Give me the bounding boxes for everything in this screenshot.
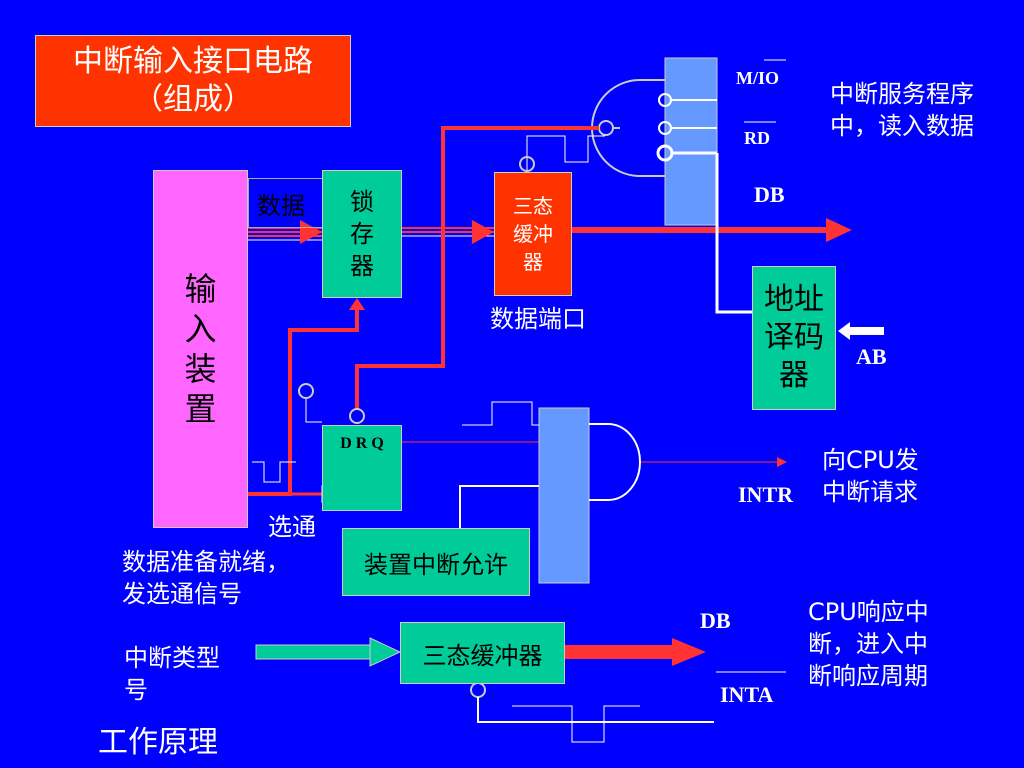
rd-label: RD — [744, 128, 770, 148]
drq-flipflop: D R Q — [322, 425, 402, 511]
data-bus-device-latch — [248, 220, 322, 244]
db-top-label: DB — [754, 182, 785, 207]
tristate-buffer-bottom: 三态缓冲器 — [400, 622, 565, 684]
interrupt-enable: 装置中断允许 — [342, 528, 530, 596]
input-device-label: 输 入 装 置 — [184, 270, 217, 428]
data-port-label: 数据端口 — [490, 305, 586, 333]
cpu-response-text: CPU响应中 断，进入中 断响应周期 — [808, 598, 929, 690]
title-box: 中断输入接口电路 （组成） — [35, 35, 351, 127]
address-decoder: 地址 译码 器 — [752, 266, 836, 410]
isr-text: 中断服务程序 中，读入数据 — [830, 80, 974, 140]
strobe-pulse — [252, 461, 296, 483]
address-decoder-label: 地址 译码 器 — [764, 282, 824, 393]
data-label: 数据 — [248, 178, 350, 228]
input-device: 输 入 装 置 — [153, 170, 248, 528]
title-line1: 中断输入接口电路 — [73, 44, 313, 79]
tristate-buffer-bottom-label: 三态缓冲器 — [422, 641, 543, 670]
read-signal-line — [355, 126, 599, 410]
mio-label: M/IO — [736, 68, 779, 88]
to-cpu-text: 向CPU发 中断请求 — [822, 446, 919, 506]
inta-pulse — [512, 705, 640, 743]
drq-clear-bubble — [349, 408, 365, 424]
control-bus-bar-top — [664, 57, 718, 226]
strobe-label: 选通 — [268, 513, 316, 541]
and-gate — [589, 423, 641, 501]
db-bottom-arrow — [565, 638, 706, 666]
principle-label: 工作原理 — [98, 725, 218, 760]
ab-label: AB — [856, 344, 887, 369]
buffer-enable-bubble — [519, 156, 535, 172]
inta-line — [477, 697, 714, 723]
latch-label: 锁 存 器 — [350, 188, 374, 280]
tristate-buffer-top: 三态 缓冲 器 — [494, 172, 572, 296]
db-bottom-label: DB — [700, 608, 731, 633]
drq-preset-bubble — [298, 383, 314, 399]
drq-label: D R Q — [340, 435, 384, 452]
inta-bubble — [470, 682, 486, 698]
request-pulse — [462, 401, 548, 426]
read-pulse — [545, 135, 605, 163]
data-bus-to-db — [572, 218, 852, 242]
int-type-text: 中断类型 号 — [124, 644, 220, 704]
ab-arrow — [838, 322, 884, 340]
inta-label: INTA — [720, 682, 774, 707]
intr-label: INTR — [738, 482, 794, 507]
tristate-buffer-top-label: 三态 缓冲 器 — [513, 194, 553, 274]
control-bus-bar-middle — [538, 407, 590, 584]
latch: 锁 存 器 — [322, 170, 402, 298]
ready-text: 数据准备就绪， 发选通信号 — [122, 548, 290, 608]
drq-preset-line — [305, 398, 322, 423]
buffer-enable-line — [526, 135, 560, 172]
data-bus-latch-buffer — [402, 220, 494, 244]
decoder-link — [715, 153, 752, 314]
interrupt-enable-label: 装置中断允许 — [364, 550, 508, 579]
title-line2: （组成） — [133, 82, 253, 117]
int-type-arrow — [255, 637, 402, 667]
